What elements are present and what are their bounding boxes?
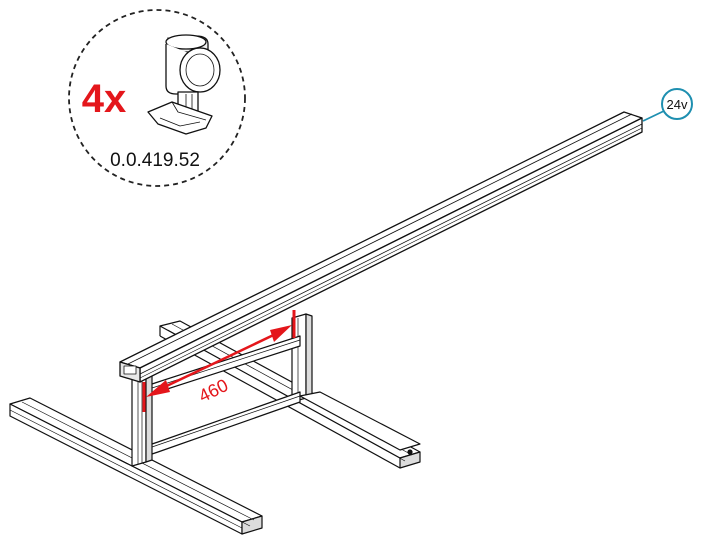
voltage-badge-leader [642,109,667,122]
rear-foot [299,391,421,455]
dimension-label: 460 [195,375,231,406]
lower-rail [145,391,301,457]
voltage-badge: 24v [642,88,693,122]
dimension-arrow-right [270,325,292,342]
callout-quantity: 4x [82,77,127,121]
voltage-badge-circle [661,88,693,120]
callout-part-number: 0.0.419.52 [110,150,200,171]
hardware-callout: 4x 0.0.419.52 [68,9,246,187]
dimension-line [153,328,285,394]
dimension-arrow-left [146,380,170,397]
base-frame [9,313,421,535]
front-upright [131,367,153,467]
t-slot-fastener-icon [147,34,221,135]
voltage-badge-label: 24v [667,97,688,112]
long-rail [119,111,643,383]
